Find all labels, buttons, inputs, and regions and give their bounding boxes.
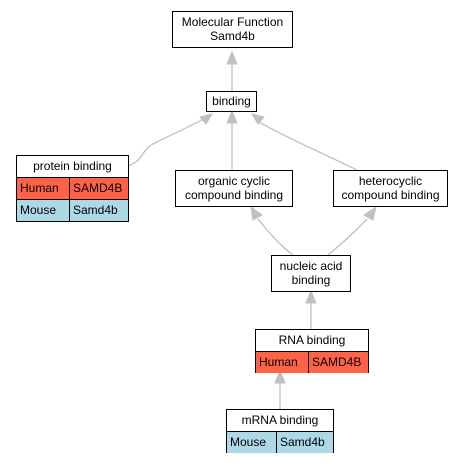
arrowhead-binding-right [250, 113, 265, 125]
node-binding-label: binding [212, 94, 251, 108]
species-row-mouse: Mouse Samd4b [17, 199, 128, 221]
arrowhead-organic [250, 205, 263, 221]
gene-cell: SAMD4B [69, 178, 128, 199]
node-organic-cyclic-compound-binding[interactable]: organic cyclic compound binding [175, 170, 293, 207]
node-nucleic-acid-line2: binding [291, 273, 331, 287]
edge-nucleic-to-hetero [327, 218, 368, 256]
node-molecular-function-gene: Samd4b [210, 29, 255, 43]
node-mrna-binding-label: mRNA binding [227, 410, 333, 432]
arrowhead-nucleic [305, 289, 317, 304]
species-row-mouse: Mouse Samd4b [227, 432, 333, 453]
arrowhead-binding-center [226, 109, 238, 124]
species-row-human: Human SAMD4B [17, 178, 128, 199]
node-rna-binding[interactable]: RNA binding Human SAMD4B [255, 329, 369, 373]
node-organic-cyclic-line2: compound binding [184, 188, 284, 202]
species-cell: Mouse [230, 435, 267, 449]
arrowhead-rna [274, 369, 286, 384]
edge-nucleic-to-organic [257, 218, 294, 256]
node-organic-cyclic-line1: organic cyclic [197, 174, 271, 188]
arrowhead-hetero [363, 205, 377, 221]
edge-hetero-to-binding [258, 121, 358, 171]
node-binding[interactable]: binding [206, 91, 257, 112]
node-heterocyclic-compound-binding[interactable]: heterocyclic compound binding [333, 170, 448, 207]
node-nucleic-acid-line1: nucleic acid [279, 259, 343, 273]
node-protein-binding[interactable]: protein binding Human SAMD4B Mouse Samd4… [16, 155, 129, 222]
node-rna-binding-label: RNA binding [256, 330, 368, 352]
node-molecular-function[interactable]: Molecular Function Samd4b [172, 11, 293, 48]
node-mrna-binding[interactable]: mRNA binding Mouse Samd4b [226, 409, 334, 453]
node-heterocyclic-line2: compound binding [341, 188, 440, 202]
species-row-human: Human SAMD4B [256, 352, 368, 373]
edge-protein-to-binding [127, 117, 206, 167]
gene-cell: Samd4b [276, 432, 333, 453]
gene-cell: SAMD4B [308, 352, 368, 373]
gene-cell: Samd4b [69, 200, 128, 221]
arrowhead-root [226, 50, 238, 65]
species-cell: Human [20, 181, 59, 195]
species-cell: Human [259, 355, 298, 369]
node-nucleic-acid-binding[interactable]: nucleic acid binding [271, 255, 351, 292]
node-heterocyclic-line1: heterocyclic [358, 174, 423, 188]
arrowhead-binding-left [199, 113, 214, 125]
node-protein-binding-label: protein binding [17, 156, 128, 178]
node-molecular-function-title: Molecular Function [181, 15, 284, 29]
species-cell: Mouse [20, 203, 57, 217]
